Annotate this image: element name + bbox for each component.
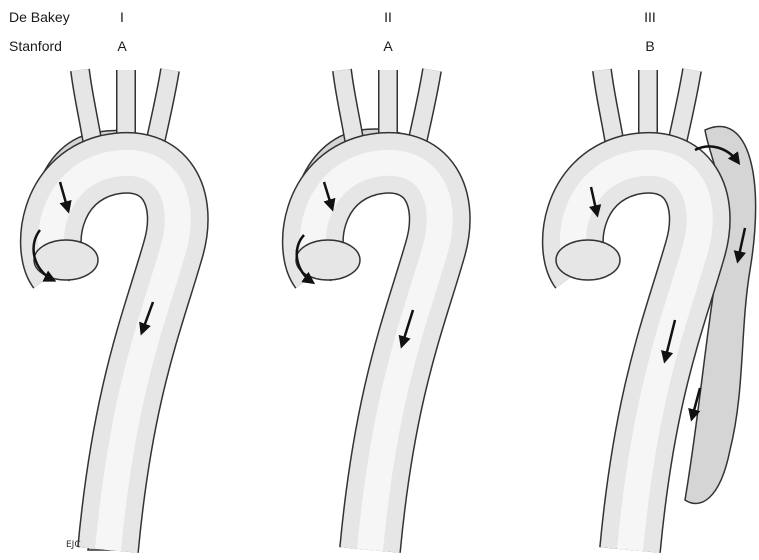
- type-3-aorta: [556, 70, 756, 550]
- illustrator-credit: EJC: [66, 540, 81, 550]
- type-2-aorta: [291, 70, 440, 550]
- type-1-aorta: [31, 70, 193, 550]
